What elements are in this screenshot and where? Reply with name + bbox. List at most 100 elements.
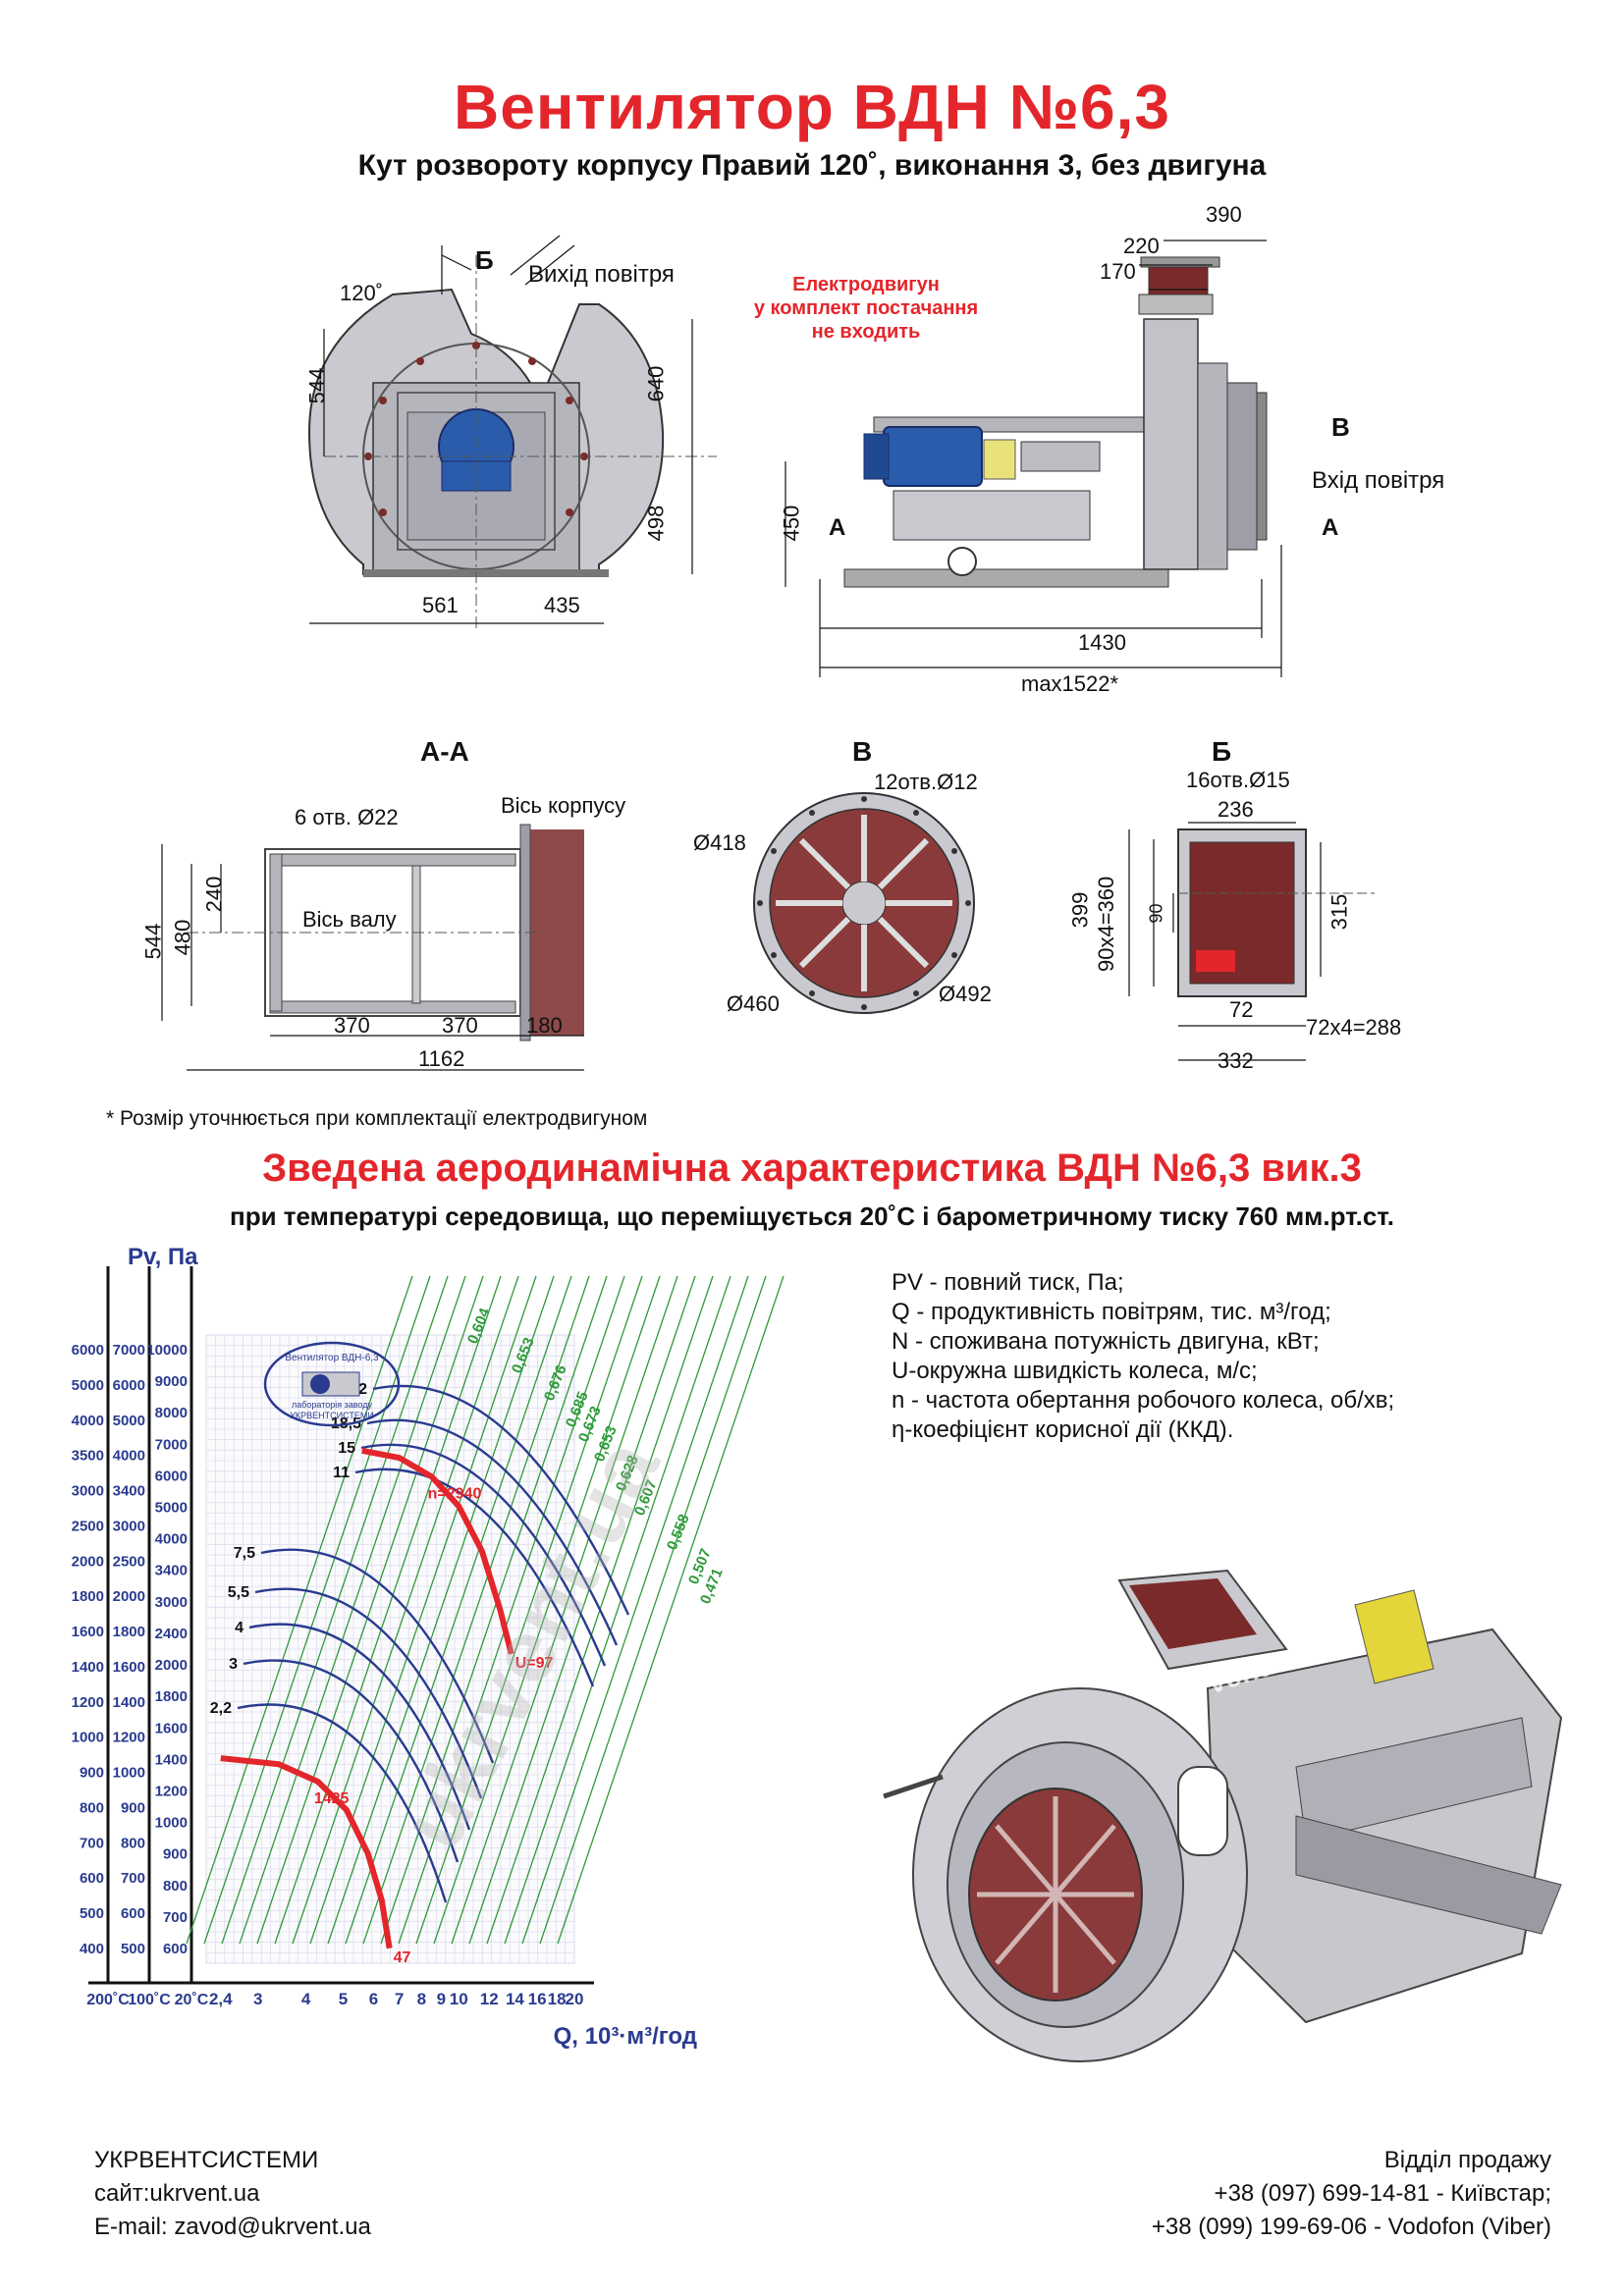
x-tick-label: 12 [480, 1990, 499, 2008]
x-tick-label: 10 [450, 1990, 468, 2008]
y-tick-100: 2500 [113, 1553, 145, 1570]
dim-450: 450 [779, 505, 804, 542]
y-tick-20: 10000 [146, 1342, 188, 1359]
front-angle-label: 120˚ [340, 281, 384, 305]
y-tick-20: 700 [163, 1909, 188, 1926]
x-tick-label: 2,4 [209, 1990, 233, 2008]
fan-housing-front [307, 255, 717, 628]
page-subtitle: Кут розвороту корпусу Правий 120˚, викон… [357, 149, 1267, 182]
y-tick-200: 800 [80, 1799, 104, 1816]
power-curve [372, 1384, 630, 1616]
speed-curve-label: n=2940 [428, 1485, 482, 1502]
footnote: * Розмір уточнюється при комплектації ел… [106, 1107, 648, 1130]
power-curve-label: 3 [229, 1656, 238, 1673]
dim-aa-240: 240 [201, 876, 227, 913]
efficiency-line [362, 1275, 590, 1945]
y-tick-20: 900 [163, 1846, 188, 1863]
y-tick-200: 3500 [72, 1448, 104, 1465]
temp-label: 20˚С [175, 1992, 209, 2008]
side-view-drawing [785, 240, 1282, 677]
efficiency-line [557, 1275, 785, 1945]
efficiency-line [521, 1275, 749, 1945]
phone-kyivstar[interactable]: +38 (097) 699-14-81 - Київстар; [1214, 2180, 1551, 2207]
y-tick-200: 900 [80, 1765, 104, 1782]
y-tick-20: 5000 [155, 1500, 188, 1517]
power-curve-label: 7,5 [234, 1545, 255, 1562]
efficiency-line [468, 1275, 696, 1945]
phone-vodafone[interactable]: +38 (099) 199-69-06 - Vodofon (Viber) [1151, 2214, 1551, 2240]
y-tick-200: 500 [80, 1905, 104, 1922]
front-view-dimensions [309, 235, 693, 624]
x-tick-label: 9 [437, 1990, 446, 2008]
dim-170: 170 [1100, 259, 1136, 284]
legend-item-n: N - споживана потужність двигуна, кВт; [892, 1328, 1320, 1355]
dim-d460: Ø460 [727, 991, 780, 1016]
section-bb-heading: Б [1212, 736, 1232, 767]
efficiency-line [186, 1275, 413, 1945]
y-tick-20: 600 [163, 1941, 188, 1957]
company-name: УКРВЕНТСИСТЕМИ [94, 2147, 319, 2173]
bb-holes-label: 16отв.Ø15 [1186, 768, 1290, 792]
dim-max1522: max1522* [1021, 671, 1119, 696]
power-curve [254, 1587, 483, 1799]
dim-bb-236: 236 [1218, 797, 1254, 822]
y-tick-200: 5000 [72, 1377, 104, 1394]
efficiency-line [451, 1275, 678, 1945]
efficiency-line [309, 1275, 537, 1945]
aa-holes-label: 6 отв. Ø22 [295, 805, 399, 829]
dim-640: 640 [643, 365, 669, 402]
y-tick-100: 7000 [113, 1342, 145, 1359]
dim-aa-180: 180 [526, 1013, 563, 1038]
y-tick-100: 2000 [113, 1588, 145, 1605]
efficiency-line [256, 1275, 484, 1945]
motor-note: Електродвигун у комплект постачання не в… [738, 273, 994, 344]
dim-498: 498 [643, 505, 669, 542]
y-tick-20: 1800 [155, 1688, 188, 1705]
y-tick-20: 6000 [155, 1468, 188, 1484]
front-view-drawing [307, 235, 717, 628]
email-link[interactable]: E-mail: zavod@ukrvent.ua [94, 2214, 371, 2240]
legend-item-rpm: n - частота обертання робочого колеса, о… [892, 1387, 1395, 1414]
dim-aa-480: 480 [170, 919, 195, 956]
fan-3d-body [883, 1569, 1563, 2062]
dim-bb-315: 315 [1326, 893, 1352, 931]
y-tick-200: 1400 [72, 1659, 104, 1676]
outlet-label: Вихід повітря [528, 261, 675, 288]
y-tick-200: 400 [80, 1941, 104, 1957]
y-tick-20: 800 [163, 1878, 188, 1895]
dim-bb-90: 90 [1146, 903, 1166, 924]
stamp-line-2: лабораторія заводу [292, 1400, 373, 1410]
sales-heading: Відділ продажу [1383, 2147, 1551, 2173]
section-bb-drawing [1128, 822, 1375, 1061]
dim-bb-399: 399 [1067, 891, 1093, 929]
legend-item-q: Q - продуктивність повітрям, тис. м³/год… [892, 1299, 1331, 1325]
y-tick-100: 1000 [113, 1765, 145, 1782]
efficiency-line [539, 1275, 767, 1945]
y-tick-20: 9000 [155, 1373, 188, 1390]
y-tick-100: 1800 [113, 1624, 145, 1640]
y-tick-100: 1400 [113, 1694, 145, 1711]
y-tick-200: 6000 [72, 1342, 104, 1359]
aa-dimensions [161, 844, 584, 1071]
frame-aa [187, 824, 584, 1041]
x-tick-label: 6 [369, 1990, 378, 2008]
bb-dimensions [1128, 822, 1322, 1061]
site-link[interactable]: сайт:ukrvent.ua [94, 2180, 260, 2207]
dim-bb-288: 72x4=288 [1306, 1015, 1402, 1040]
y-tick-20: 7000 [155, 1436, 188, 1453]
power-curve-label: 5,5 [228, 1584, 249, 1601]
y-tick-100: 600 [121, 1905, 145, 1922]
section-aa-heading: А-А [420, 736, 469, 767]
aero-chart: 6000500040003500300025002000180016001400… [72, 1244, 785, 2050]
b-holes-label: 12отв.Ø12 [874, 770, 978, 794]
y-axis-label: Pv, Па [128, 1244, 198, 1270]
mark-a-left: A [829, 514, 846, 541]
dim-bb-360: 90x4=360 [1094, 876, 1118, 972]
y-tick-20: 8000 [155, 1405, 188, 1421]
side-view-dimensions [785, 240, 1282, 677]
aero-subtitle: при температурі середовища, що переміщує… [230, 1201, 1394, 1231]
speed-curve [220, 1755, 393, 1949]
inlet-label: Вхід повітря [1312, 467, 1445, 494]
efficiency-line [433, 1275, 661, 1945]
page-title: Вентилятор ВДН №6,3 [454, 72, 1170, 142]
